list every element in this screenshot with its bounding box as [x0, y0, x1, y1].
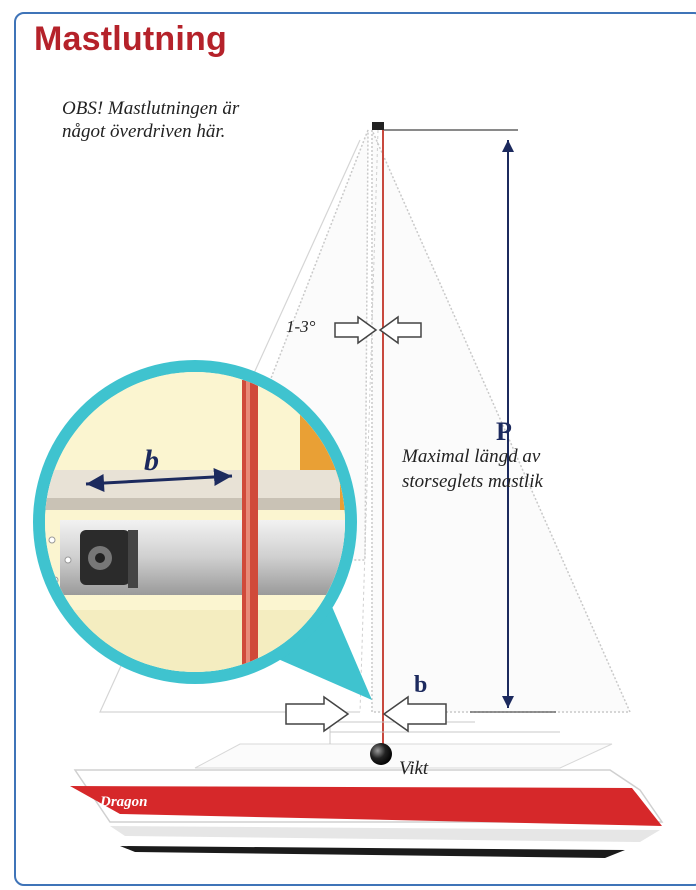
note-line-1: OBS! Mastlutningen är	[62, 98, 240, 119]
b-label-deck: b	[414, 672, 427, 698]
p-caption-line-2: storseglets mastlik	[402, 471, 543, 492]
angle-label: 1-3°	[286, 317, 316, 336]
hull	[70, 721, 664, 858]
weight-label: Vikt	[399, 758, 429, 779]
note-line-2: något överdriven här.	[62, 121, 225, 142]
p-label: P	[496, 417, 512, 446]
plumb-weight	[370, 743, 392, 765]
deck-arrows	[285, 695, 447, 733]
page-title: Mastlutning	[34, 20, 227, 58]
b-label-zoom: b	[144, 444, 159, 477]
b-dimension-arrow	[85, 467, 233, 493]
mast	[372, 122, 518, 746]
p-caption-line-1: Maximal längd av	[401, 446, 541, 467]
magnifier-tail	[262, 574, 372, 700]
hull-name: Dragon	[99, 794, 148, 810]
angle-arrows	[334, 315, 422, 345]
